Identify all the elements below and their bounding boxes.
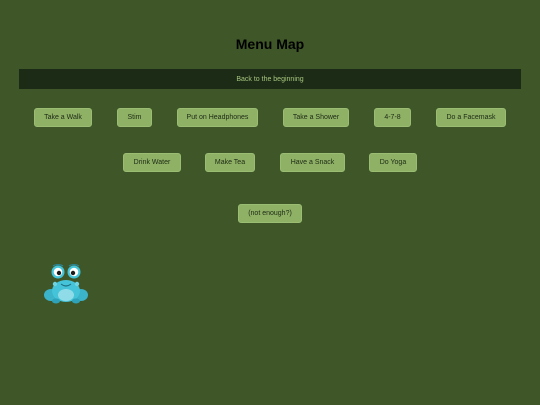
have-a-snack-button[interactable]: Have a Snack [280,153,345,172]
page-title: Menu Map [235,36,305,52]
take-a-walk-button[interactable]: Take a Walk [34,108,92,127]
do-a-facemask-button[interactable]: Do a Facemask [436,108,506,127]
drink-water-button[interactable]: Drink Water [123,153,181,172]
back-to-beginning-link[interactable]: Back to the beginning [19,69,521,89]
do-yoga-button[interactable]: Do Yoga [369,153,417,172]
make-tea-button[interactable]: Make Tea [205,153,255,172]
put-on-headphones-button[interactable]: Put on Headphones [177,108,258,127]
frog-icon [44,263,88,304]
menu-row-1: Take a Walk Stim Put on Headphones Take … [0,108,540,128]
4-7-8-button[interactable]: 4-7-8 [374,108,411,127]
not-enough-button[interactable]: (not enough?) [238,204,302,223]
menu-row-2: Drink Water Make Tea Have a Snack Do Yog… [0,153,540,173]
take-a-shower-button[interactable]: Take a Shower [283,108,349,127]
menu-row-3: (not enough?) [0,204,540,224]
stim-button[interactable]: Stim [117,108,152,127]
